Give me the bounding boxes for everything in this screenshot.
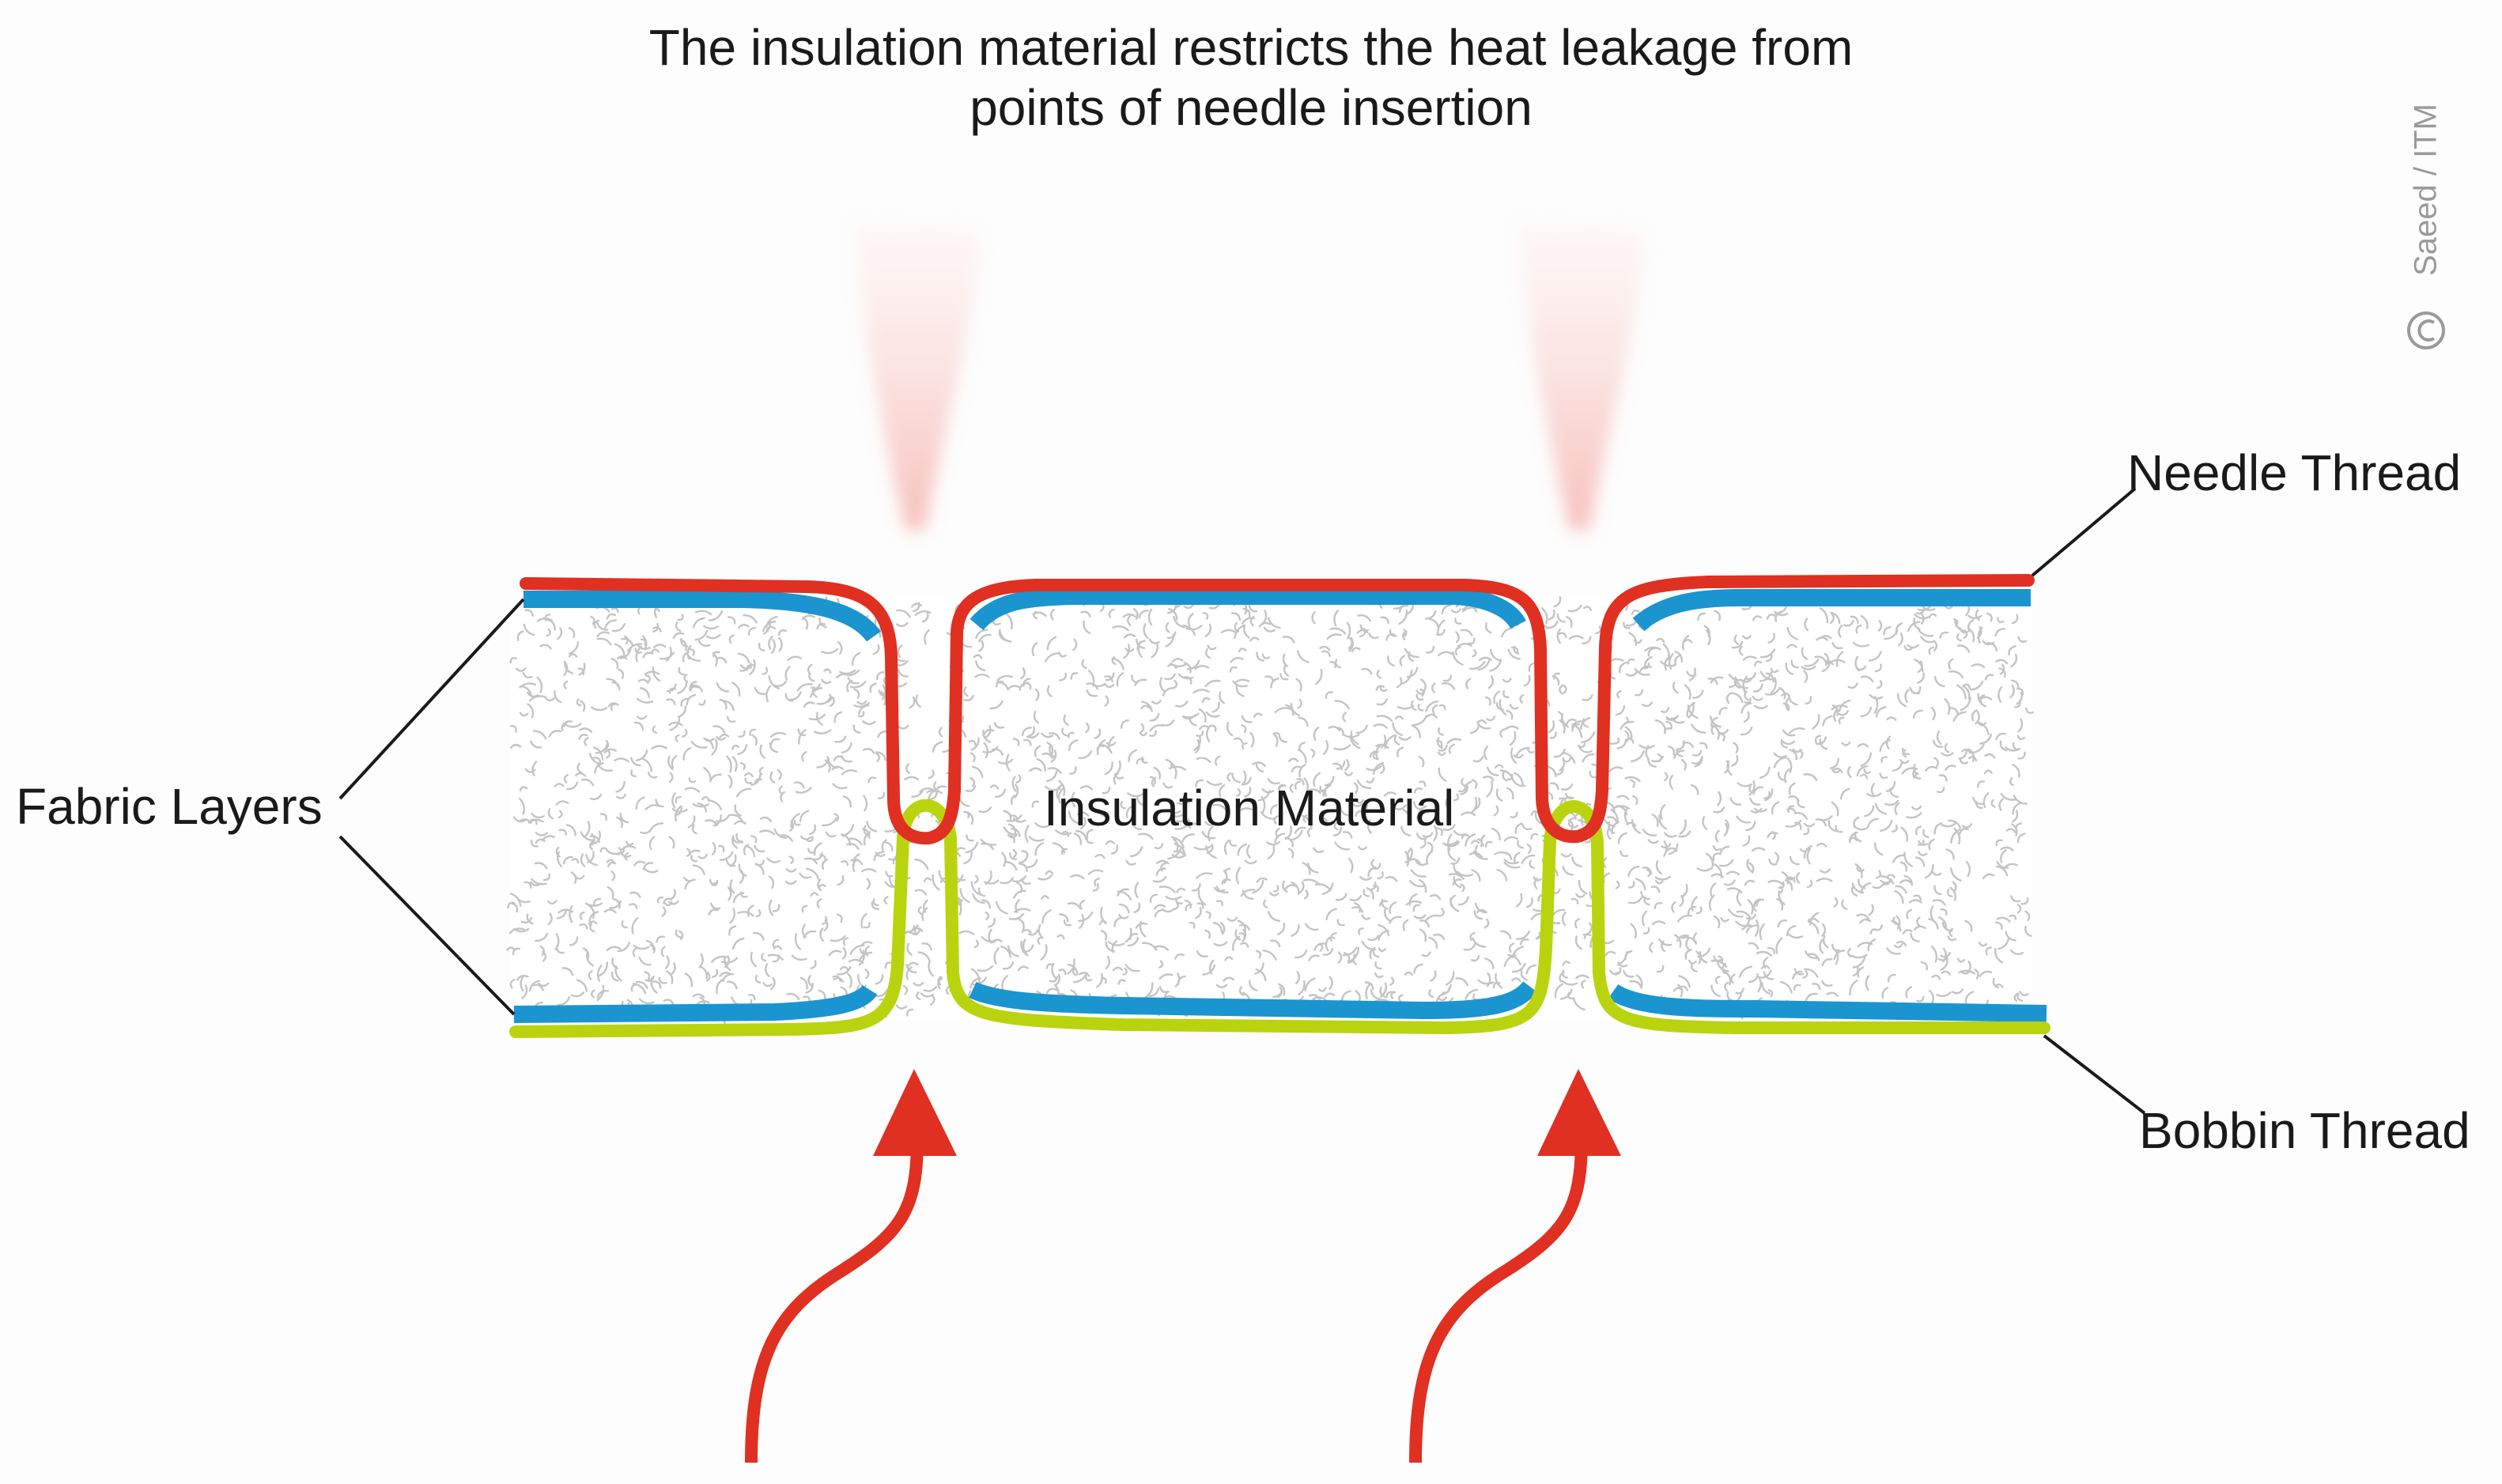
fabric-bottom-segment-right — [1608, 984, 2047, 1022]
label-insulation-material: Insulation Material — [1044, 780, 1455, 836]
needle-thread-path — [520, 574, 2035, 845]
label-fabric-layers: Fabric Layers — [16, 778, 323, 835]
bobbin-thread-path — [509, 799, 2050, 1038]
fabric-layers — [513, 587, 2047, 1023]
needle-thread — [520, 574, 2035, 845]
fabric-top-segment-left — [523, 591, 881, 642]
leader-line-bobbin-thread — [2043, 1034, 2146, 1115]
heat-arrow-left-head — [873, 1069, 957, 1156]
fabric-top-segment-middle — [969, 587, 1526, 631]
fabric-bottom-segment-left — [513, 984, 878, 1023]
heat-leak-plume-left — [854, 221, 981, 530]
label-needle-thread: Needle Thread — [2127, 444, 2462, 501]
heat-arrow-left — [745, 1138, 924, 1463]
fabric-top-segment-right — [1632, 589, 2031, 632]
insulation-texture — [506, 590, 2034, 1025]
leader-line-fabric-top — [338, 598, 525, 800]
heat-arrows — [745, 1069, 1621, 1463]
label-bobbin-thread: Bobbin Thread — [2139, 1102, 2470, 1159]
insulation-material-body — [506, 590, 2034, 1025]
leader-line-needle-thread — [2031, 487, 2137, 577]
leader-lines — [338, 487, 2146, 1115]
heat-arrow-right — [1409, 1138, 1588, 1463]
diagram-title-line-1: The insulation material restricts the he… — [648, 19, 1854, 76]
bobbin-thread — [509, 799, 2050, 1038]
heat-arrow-right-head — [1537, 1069, 1621, 1156]
watermark-credit: Saeed / ITM — [2408, 104, 2443, 276]
fabric-bottom-segment-middle — [969, 980, 1537, 1020]
heat-leak-plume-right — [1518, 221, 1645, 530]
leader-line-fabric-bottom — [338, 835, 516, 1016]
diagram-title-line-2: points of needle insertion — [969, 79, 1533, 136]
copyright-icon — [2407, 312, 2445, 349]
